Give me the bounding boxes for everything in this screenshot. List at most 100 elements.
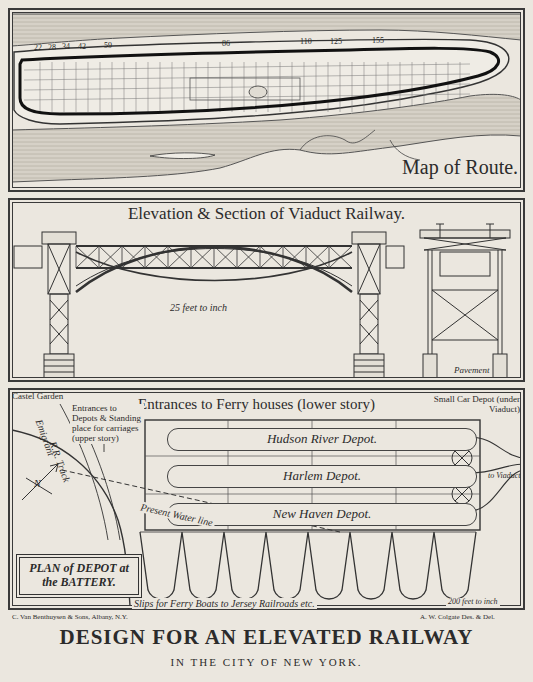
street-grid-stroke: [148, 62, 149, 112]
street-grid-stroke: [376, 62, 377, 112]
section-view-stroke: [428, 250, 502, 354]
street-grid-stroke: [160, 62, 161, 112]
title: DESIGN FOR AN ELEVATED RAILWAY: [0, 626, 533, 649]
left-tower-stroke: [48, 244, 70, 294]
ferry-slips-stroke: [140, 532, 476, 599]
ferry-slips-stroke: [140, 532, 476, 533]
section-view-stroke: [493, 354, 507, 378]
node-label: Hudson River Depot.: [168, 432, 476, 447]
depot-band: Harlem Depot.: [167, 465, 477, 488]
plan-note: Small Car Depot (under Viaduct): [424, 395, 520, 415]
street-grid-stroke: [268, 62, 269, 112]
street-number: 86: [222, 40, 230, 49]
street-grid-stroke: [208, 62, 209, 112]
plan-note: Pavement: [452, 366, 491, 376]
left-tower-stroke: [44, 360, 74, 372]
street-number: 155: [372, 37, 384, 46]
plan-note: Entrances to Depots & Standing place for…: [70, 404, 144, 444]
street-grid-stroke: [24, 64, 470, 70]
shore-lines: [300, 130, 420, 160]
depot-band: Hudson River Depot.: [167, 428, 477, 451]
left-tower-stroke: [48, 244, 70, 294]
street-grid-stroke: [24, 74, 470, 80]
depot-illustration-stroke: [455, 487, 469, 501]
approach-tracks: [470, 437, 525, 511]
plan-note: C. Van Benthuysen & Sons, Albany, N.Y.: [12, 614, 128, 622]
north-arrow: [22, 464, 58, 500]
section-view-stroke: [423, 354, 437, 378]
street-grid-stroke: [400, 62, 401, 112]
reservoir: [249, 86, 267, 98]
street-grid-stroke: [352, 62, 353, 112]
section-view-stroke: [424, 238, 506, 250]
arch: [76, 247, 352, 292]
right-tower-stroke: [360, 294, 378, 354]
street-grid-stroke: [136, 62, 137, 112]
left-tower: [42, 232, 76, 378]
street-grid-stroke: [388, 62, 389, 112]
left-stub: [14, 246, 42, 268]
depot-illustration-stroke: [455, 451, 469, 465]
node-label: PLAN of DEPOT at the BATTERY.: [17, 562, 141, 590]
street-grid-stroke: [88, 62, 89, 112]
street-grid-stroke: [328, 62, 329, 112]
plan-note: 25 feet to inch: [170, 302, 227, 313]
plan-note: 200 feet to inch: [446, 598, 500, 607]
street-grid-stroke: [220, 62, 221, 112]
node-label: Harlem Depot.: [168, 469, 476, 484]
plan-note: N: [34, 478, 41, 489]
street-grid-stroke: [112, 62, 113, 112]
street-grid-stroke: [340, 62, 341, 112]
depot-illustration: [12, 404, 525, 606]
right-tower-stroke: [358, 244, 380, 294]
right-tower-stroke: [354, 354, 384, 378]
right-tower-stroke: [360, 300, 378, 344]
plan-note: R.R. Track: [48, 440, 73, 484]
right-tower-stroke: [354, 360, 384, 372]
street-grid: [24, 62, 470, 112]
street-number: 28: [48, 44, 56, 53]
street-grid-stroke: [364, 62, 365, 112]
panel-heading: Map of Route.: [402, 156, 518, 179]
street-grid-stroke: [316, 62, 317, 112]
left-tower-stroke: [50, 300, 68, 344]
elevation-panel: Elevation & Section of Viaduct Railway.: [8, 198, 525, 382]
section-view-stroke: [440, 252, 490, 276]
street-grid-stroke: [100, 62, 101, 112]
street-number: 125: [330, 38, 342, 47]
left-tower-stroke: [42, 232, 76, 244]
plan-note: Castel Garden: [12, 392, 63, 402]
street-grid-stroke: [24, 84, 470, 90]
right-stub: [386, 246, 404, 268]
section-view-stroke: [420, 230, 510, 238]
street-number: 42: [78, 43, 86, 52]
ferry-slips: [140, 532, 476, 599]
panel-heading: Elevation & Section of Viaduct Railway.: [10, 204, 523, 224]
lower-river: [12, 94, 521, 182]
street-grid-stroke: [40, 62, 41, 112]
street-number: 22: [34, 44, 42, 53]
street-number: 110: [300, 38, 312, 47]
plan-note: A. W. Colgate Des. & Del.: [420, 614, 495, 622]
right-tower-stroke: [352, 232, 386, 244]
plan-note: Slips for Ferry Boats to Jersey Railroad…: [132, 598, 317, 609]
plan-note: to Viaduct: [488, 472, 521, 481]
street-grid-stroke: [184, 62, 185, 112]
inverse-chord: [76, 252, 352, 281]
map-illustration: [12, 14, 521, 182]
right-tower-stroke: [358, 244, 380, 294]
left-tower-stroke: [44, 354, 74, 378]
caption: IN THE CITY OF NEW YORK.: [0, 656, 533, 668]
viaduct-illustration: [14, 224, 510, 378]
arch-inner: [76, 249, 352, 287]
street-grid-stroke: [412, 62, 413, 112]
park: [190, 78, 300, 100]
street-grid-stroke: [196, 62, 197, 112]
street-grid-stroke: [124, 62, 125, 112]
street-number: 34: [62, 43, 70, 52]
section-view: [420, 224, 510, 378]
title-box: PLAN of DEPOT at the BATTERY.: [16, 554, 142, 598]
left-tower-stroke: [50, 294, 68, 354]
right-tower: [352, 232, 386, 378]
street-grid-stroke: [172, 62, 173, 112]
